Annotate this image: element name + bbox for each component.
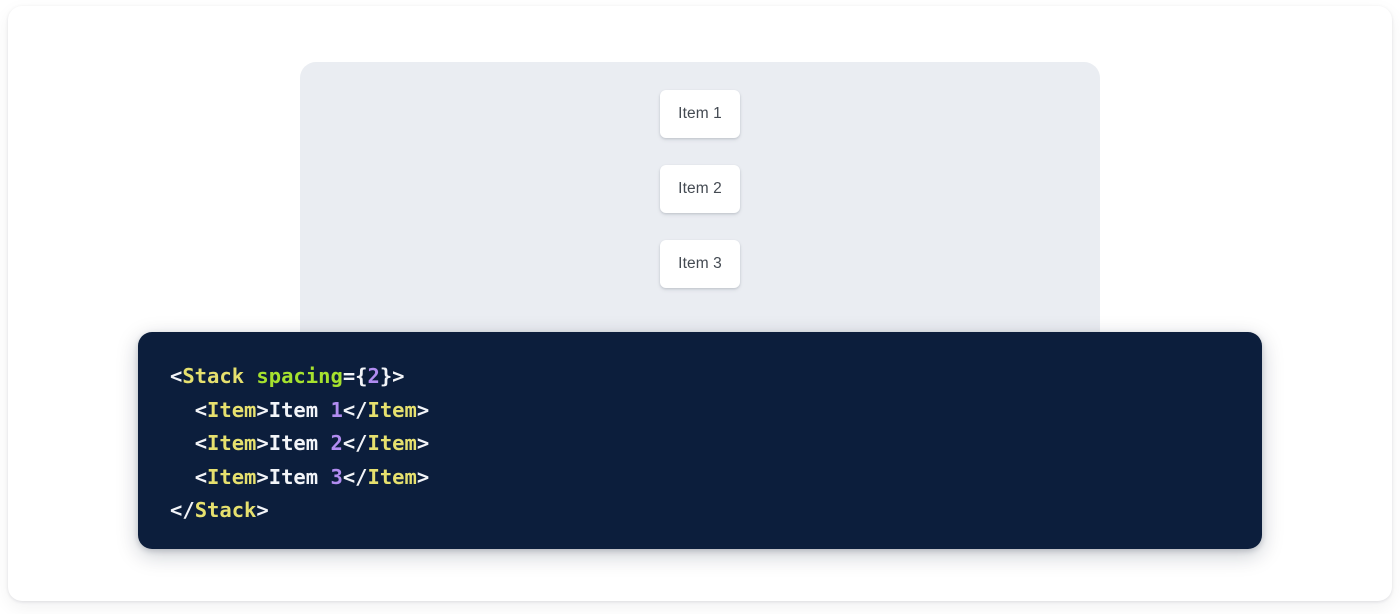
- stack-item-label: Item 2: [678, 180, 722, 197]
- code-indent: [170, 431, 195, 455]
- code-token-num: 2: [330, 431, 343, 455]
- code-token-num: 3: [330, 464, 343, 489]
- code-lines: <Stack spacing={2}> <Item>Item 1</Item> …: [170, 360, 1262, 528]
- code-token-tag: Item: [367, 431, 417, 455]
- code-token-punc: <: [170, 364, 183, 388]
- stack-item-label: Item 1: [678, 105, 722, 122]
- code-token-tag: Item: [367, 464, 417, 489]
- component-preview-panel: Item 1 Item 2 Item 3: [300, 62, 1100, 362]
- code-token-punc: >: [416, 397, 430, 422]
- code-token-punc: </: [170, 498, 195, 522]
- code-token-text: Item: [268, 464, 331, 489]
- code-token-punc: >: [416, 464, 430, 489]
- code-token-punc: ={: [342, 364, 368, 388]
- code-token-punc: }>: [379, 364, 405, 388]
- code-token-text: Item: [268, 431, 331, 455]
- stack-container: Item 1 Item 2 Item 3: [660, 90, 740, 288]
- code-token-tag: Stack: [194, 498, 257, 522]
- stack-item[interactable]: Item 2: [660, 165, 740, 213]
- code-token-punc: <: [194, 464, 208, 489]
- code-line: <Item>Item 2</Item>: [170, 427, 1262, 461]
- code-token-tag: Stack: [182, 364, 245, 388]
- code-line: <Stack spacing={2}>: [170, 360, 1262, 394]
- code-token-punc: </: [342, 464, 368, 489]
- stack-item[interactable]: Item 1: [660, 90, 740, 138]
- code-token-punc: </: [342, 431, 368, 455]
- stack-item[interactable]: Item 3: [660, 240, 740, 288]
- code-token-text: Item: [268, 397, 331, 422]
- code-token-tag: Item: [207, 464, 257, 489]
- code-token-punc: >: [256, 397, 269, 422]
- code-token-num: 1: [330, 397, 343, 422]
- code-indent: [170, 398, 195, 422]
- code-token-attr: spacing: [256, 364, 343, 388]
- code-token-num: 2: [367, 364, 380, 388]
- code-token-punc: >: [256, 464, 269, 489]
- code-token-punc: <: [194, 431, 208, 455]
- code-token-punc: <: [194, 397, 208, 422]
- code-snippet-block[interactable]: <Stack spacing={2}> <Item>Item 1</Item> …: [138, 332, 1262, 549]
- code-token-tag: Item: [207, 397, 257, 422]
- code-line: <Item>Item 3</Item>: [170, 461, 1262, 495]
- code-line: </Stack>: [170, 494, 1262, 528]
- code-line: <Item>Item 1</Item>: [170, 394, 1262, 428]
- code-token-punc: </: [342, 397, 368, 422]
- code-token-punc: >: [416, 431, 430, 455]
- code-token-punc: [244, 364, 256, 388]
- stack-item-label: Item 3: [678, 255, 722, 272]
- code-token-tag: Item: [207, 431, 257, 455]
- code-token-punc: >: [256, 498, 269, 522]
- code-indent: [170, 465, 195, 489]
- code-token-punc: >: [256, 431, 269, 455]
- code-token-tag: Item: [367, 397, 417, 422]
